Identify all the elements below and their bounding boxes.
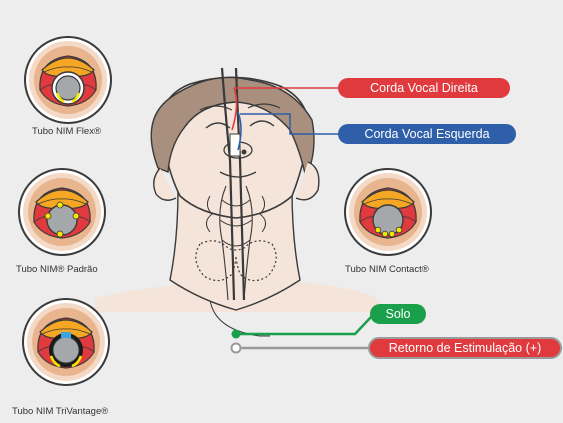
caption-nim-standard: Tubo NIM® Padrão bbox=[16, 264, 98, 275]
stim-return-dot bbox=[232, 344, 241, 353]
label-left-vocal-cord: Corda Vocal Esquerda bbox=[338, 124, 516, 144]
caption-nim-contact: Tubo NIM Contact® bbox=[345, 264, 429, 275]
larynx-contact bbox=[345, 169, 431, 255]
larynx-flex bbox=[25, 37, 111, 123]
larynx-standard bbox=[19, 169, 105, 255]
caption-nim-flex: Tubo NIM Flex® bbox=[32, 126, 101, 137]
label-ground: Solo bbox=[370, 304, 426, 324]
ground-connector bbox=[236, 316, 372, 334]
ground-dot bbox=[232, 330, 241, 339]
label-right-vocal-cord: Corda Vocal Direita bbox=[338, 78, 510, 98]
larynx-trivantage bbox=[23, 299, 109, 385]
caption-nim-trivantage: Tubo NIM TriVantage® bbox=[12, 406, 108, 417]
label-stim-return: Retorno de Estimulação (+) bbox=[368, 337, 562, 359]
